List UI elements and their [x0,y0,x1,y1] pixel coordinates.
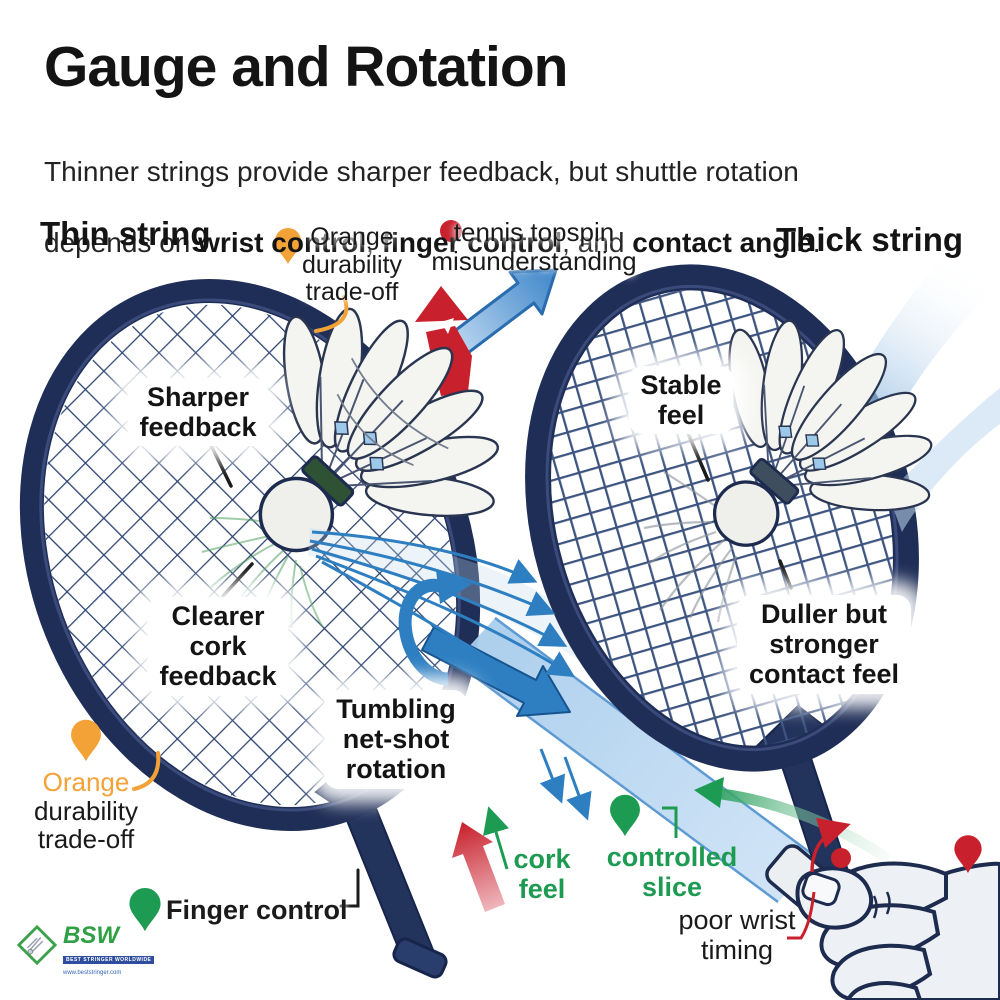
cork-feel-arrow [483,806,509,870]
callout-finger-control: Finger control [166,895,348,925]
callout-tumbling-rotation: Tumbling net-shot rotation [324,690,468,789]
slice-fan [308,528,586,664]
bsw-logo-abbr: BSW [63,922,119,949]
poor-wrist-pointer [787,891,816,940]
orange-pin-icon-bottom [71,719,101,762]
controlled-slice-pointer [662,806,678,838]
thin-string-heading: Thin string [40,215,211,252]
orange-connectors [132,295,349,791]
subtitle-line1: Thinner strings provide sharper feedback… [44,155,799,187]
wrong-power-arrow [452,822,505,912]
subtitle: Thinner strings provide sharper feedback… [44,155,821,259]
callout-cork-feel: cork feel [513,844,571,904]
rotation-loop-arrow [398,570,472,686]
callout-sharper-feedback: Sharper feedback [127,378,269,447]
bsw-logo-site: www.beststringer.com [63,970,122,976]
cork-scuff-gray [643,471,738,623]
bsw-logo-tagline: BEST STRINGER WORLDWIDE [63,956,155,964]
shuttlecock-left [258,307,500,553]
bsw-logo-text: BSW BEST STRINGER WORLDWIDE www.beststri… [63,922,155,976]
controlled-slice-arrow [694,777,890,862]
bsw-logo-icon [16,924,58,966]
callout-controlled-slice: controlled slice [606,842,738,902]
streak-arrows [309,530,592,821]
racket-butt-cap [392,937,448,979]
green-pin-icon-slice [610,794,640,837]
red-dot-icon-hand [831,848,851,868]
callout-orange-durability-top: Orange durability trade-off [301,223,403,306]
shuttle-feathers [282,307,500,518]
orange-word: Orange [42,767,130,797]
bsw-logo: BSW BEST STRINGER WORLDWIDE www.beststri… [16,922,155,976]
page-title: Gauge and Rotation [44,35,568,99]
wrist-flick-arrow [810,817,851,873]
callout-duller-contact: Duller but stronger contact feel [736,595,912,694]
callout-clearer-cork: Clearer cork feedback [147,597,289,696]
thick-string-heading: Thick string [776,221,964,258]
callout-poor-wrist-timing: poor wrist timing [678,905,796,965]
callout-stable-feel: Stable feel [628,366,734,435]
gripping-hand [795,861,1000,1000]
callout-tennis-topspin: tennis topspin misunderstanding [431,217,637,276]
red-dot-icon-topspin [440,220,462,242]
